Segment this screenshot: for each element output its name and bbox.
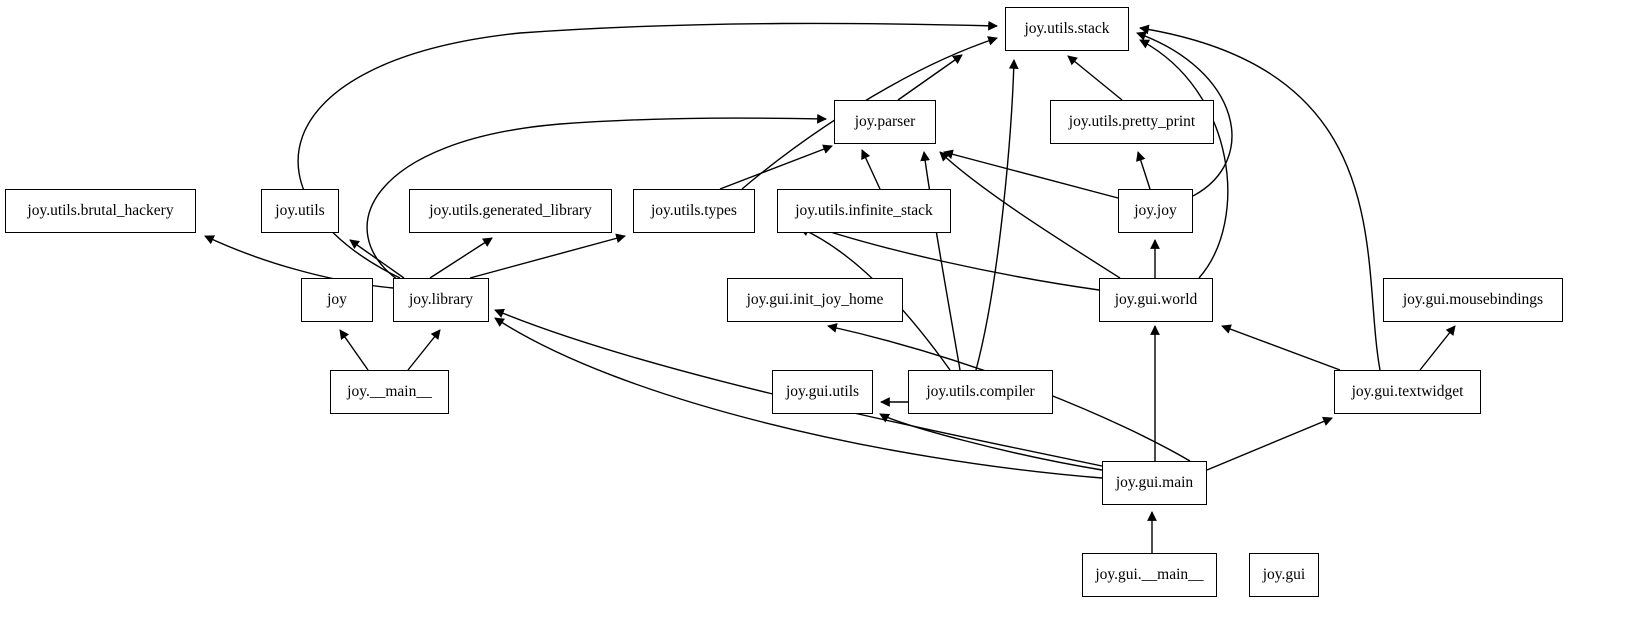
edge-joy-joy-to-joy-utils-pretty-print bbox=[1136, 151, 1151, 190]
edge-joy-gui-world-to-joy-parser bbox=[939, 151, 1121, 279]
node-label: joy.gui.mousebindings bbox=[1402, 291, 1544, 309]
node-joy-utils-stack[interactable]: joy.utils.stack bbox=[1005, 7, 1129, 51]
edge-joy-library-to-joy-utils-types bbox=[469, 233, 626, 279]
node-label: joy.utils.types bbox=[651, 202, 737, 220]
node-label: joy.utils.compiler bbox=[926, 383, 1035, 401]
node-joy-utils-brutal-hackery[interactable]: joy.utils.brutal_hackery bbox=[5, 189, 196, 233]
node-joy-utils-pretty-print[interactable]: joy.utils.pretty_print bbox=[1050, 100, 1214, 144]
node-label: joy.utils.stack bbox=[1024, 20, 1110, 38]
edge-joy-utils-pretty-print-to-joy-utils-stack bbox=[1067, 55, 1123, 101]
node-joy-utils-infinite-stack[interactable]: joy.utils.infinite_stack bbox=[777, 189, 951, 233]
node-joy-gui-init-joy-home[interactable]: joy.gui.init_joy_home bbox=[727, 278, 903, 322]
edge-joy-library-to-joy-utils-generated-library bbox=[429, 237, 493, 279]
node-joy-utils[interactable]: joy.utils bbox=[261, 189, 339, 233]
node-joy-main-module[interactable]: joy.__main__ bbox=[330, 370, 449, 414]
edge-joy-utils-types-to-joy-parser bbox=[719, 144, 833, 190]
edge-joy-gui-main-to-joy-gui-utils bbox=[879, 413, 1103, 471]
node-joy-parser[interactable]: joy.parser bbox=[834, 100, 936, 144]
edge-joy-gui-world-to-joy-utils-stack bbox=[1139, 39, 1229, 279]
node-joy-utils-generated-library[interactable]: joy.utils.generated_library bbox=[409, 189, 612, 233]
node-label: joy.joy bbox=[1134, 202, 1177, 220]
edge-joy-main-to-joy bbox=[339, 329, 369, 371]
node-joy-library[interactable]: joy.library bbox=[393, 278, 489, 322]
edge-joy-joy-to-joy-parser bbox=[943, 149, 1119, 199]
node-joy-gui-mousebindings[interactable]: joy.gui.mousebindings bbox=[1383, 278, 1563, 322]
node-joy-gui-utils[interactable]: joy.gui.utils bbox=[772, 370, 873, 414]
edge-joy-utils-infinite-stack-to-joy-parser bbox=[861, 149, 881, 190]
node-joy-utils-compiler[interactable]: joy.utils.compiler bbox=[908, 370, 1053, 414]
edge-joy-parser-to-joy-utils-stack bbox=[897, 54, 963, 101]
node-label: joy.utils.pretty_print bbox=[1068, 113, 1196, 131]
node-label: joy.parser bbox=[854, 113, 916, 131]
node-label: joy.gui.main bbox=[1115, 474, 1194, 492]
node-label: joy.gui.world bbox=[1114, 291, 1198, 309]
node-label: joy.gui.init_joy_home bbox=[746, 291, 884, 309]
node-label: joy.gui.__main__ bbox=[1095, 566, 1204, 584]
node-joy-utils-types[interactable]: joy.utils.types bbox=[633, 189, 755, 233]
node-joy-gui-main[interactable]: joy.gui.main bbox=[1102, 461, 1207, 505]
node-joy-gui-main-module[interactable]: joy.gui.__main__ bbox=[1082, 553, 1217, 597]
node-joy-gui-world[interactable]: joy.gui.world bbox=[1099, 278, 1213, 322]
node-label: joy.utils.brutal_hackery bbox=[27, 202, 174, 220]
node-label: joy.library bbox=[409, 291, 473, 309]
edge-joy-gui-main-to-joy-gui-textwidget bbox=[1206, 416, 1333, 471]
node-label: joy.gui.textwidget bbox=[1351, 383, 1464, 401]
edge-joy-gui-textwidget-to-joy-gui-mousebindings bbox=[1419, 325, 1456, 371]
node-label: joy.utils bbox=[275, 202, 325, 220]
edge-joy-library-to-joy-utils-stack bbox=[297, 20, 998, 279]
node-joy-joy[interactable]: joy.joy bbox=[1118, 189, 1193, 233]
edge-joy-utils-compiler-to-joy-parser bbox=[920, 151, 961, 371]
node-joy-gui-textwidget[interactable]: joy.gui.textwidget bbox=[1334, 370, 1481, 414]
node-label: joy.utils.generated_library bbox=[429, 202, 592, 220]
node-joy-gui[interactable]: joy.gui bbox=[1249, 553, 1319, 597]
node-label: joy.utils.infinite_stack bbox=[795, 202, 933, 220]
node-joy[interactable]: joy bbox=[301, 278, 373, 322]
edge-joy-gui-textwidget-to-joy-gui-world bbox=[1221, 324, 1341, 371]
edge-joy-utils-compiler-to-joy-utils-stack bbox=[975, 59, 1019, 371]
node-label: joy bbox=[327, 291, 347, 309]
edge-joy-main-to-joy-library bbox=[407, 329, 441, 371]
node-label: joy.gui.utils bbox=[785, 383, 860, 401]
node-label: joy.gui bbox=[1262, 566, 1306, 584]
edge-joy-library-to-joy-utils bbox=[349, 239, 405, 279]
node-label: joy.__main__ bbox=[347, 383, 432, 401]
